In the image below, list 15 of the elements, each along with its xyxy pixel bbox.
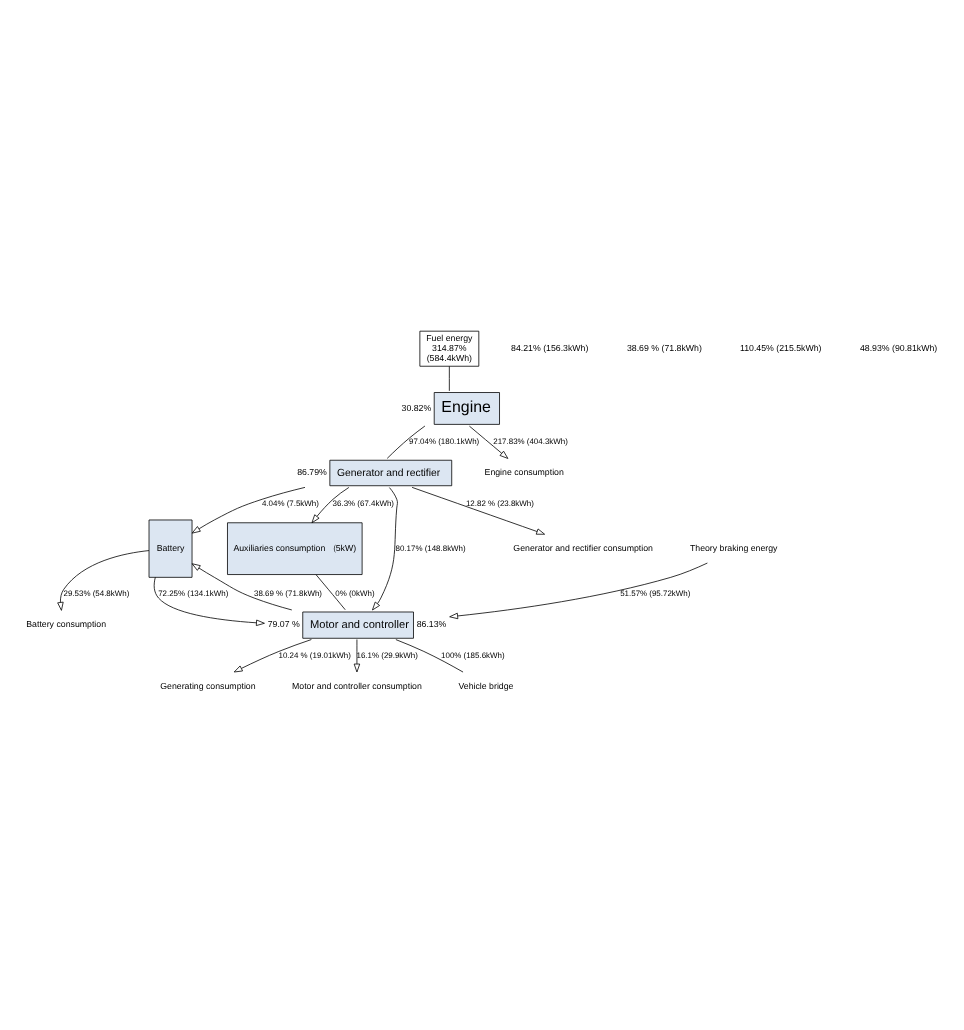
- connector: [386, 424, 426, 458]
- arrow: [191, 486, 306, 533]
- connector: [448, 364, 450, 391]
- arrow: [153, 575, 265, 625]
- arrow: [449, 561, 708, 619]
- arrow: [57, 549, 150, 610]
- arrow: [372, 486, 398, 610]
- arrow: [233, 638, 312, 672]
- connector: [395, 638, 464, 672]
- arrow: [311, 486, 350, 523]
- arrow: [469, 424, 509, 458]
- arrow: [353, 638, 361, 672]
- connector: [315, 573, 346, 610]
- arrow: [191, 562, 293, 610]
- arrow: [411, 485, 546, 534]
